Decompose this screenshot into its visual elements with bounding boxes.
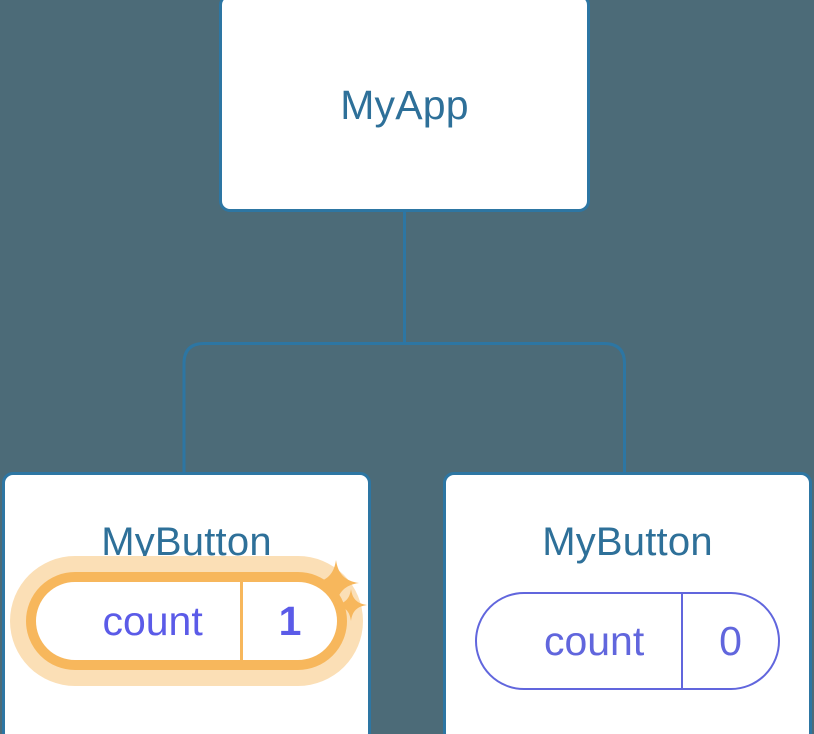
state-pill-right[interactable]: count 0 [475,592,780,690]
node-mybutton-left[interactable]: MyButton count 1 [2,472,371,734]
state-pill-left[interactable]: count 1 [25,572,348,670]
state-pill-left-holder: count 1 [9,556,364,686]
state-pill-left-wrap: count 1 [5,556,368,686]
node-myapp-title: MyApp [340,82,469,128]
edge-to-left-child [182,342,405,474]
state-value-left: 1 [239,582,338,660]
state-pill-right-wrap: count 0 [446,592,809,690]
state-key-left: count [102,597,203,644]
node-myapp[interactable]: MyApp [219,0,590,212]
node-mybutton-right-title: MyButton [542,520,713,564]
state-key-right: count [543,617,645,664]
edge-to-right-child [404,342,626,474]
node-mybutton-right[interactable]: MyButton count 0 [443,472,812,734]
state-value-right: 0 [681,594,778,688]
